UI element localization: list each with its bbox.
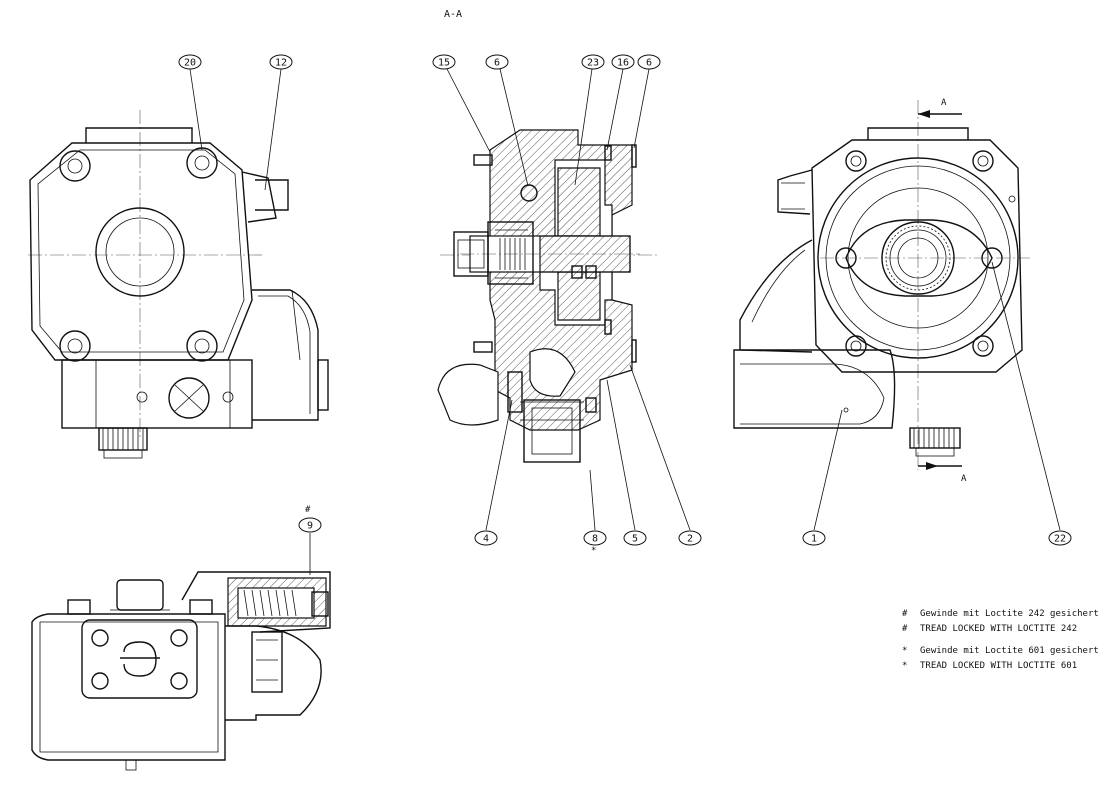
- rear-view: [733, 100, 1030, 470]
- svg-text:22: 22: [1054, 534, 1066, 545]
- balloon-4: 4: [474, 530, 498, 546]
- balloon-5: 5: [623, 530, 647, 546]
- svg-text:15: 15: [438, 58, 450, 69]
- svg-text:1: 1: [811, 534, 817, 545]
- svg-text:6: 6: [646, 58, 652, 69]
- note-loctite-242-en: #TREAD LOCKED WITH LOCTITE 242: [902, 624, 1078, 634]
- svg-text:20: 20: [184, 58, 196, 69]
- balloon-22: 22: [1048, 530, 1072, 546]
- balloon-15: 15: [432, 54, 456, 70]
- front-view: [28, 110, 329, 459]
- svg-text:4: 4: [483, 534, 489, 545]
- balloon-16: 16: [611, 54, 635, 70]
- note-loctite-601-en: *TREAD LOCKED WITH LOCTITE 601: [902, 661, 1078, 671]
- section-letter-bottom: A: [961, 474, 967, 484]
- balloon-8: 8: [583, 530, 607, 546]
- svg-text:8: 8: [592, 534, 598, 545]
- top-view: [31, 571, 331, 771]
- balloons: 20 12 15 6 23 16 6 4 8 5 2 1 22 9: [178, 54, 1072, 546]
- hash-mark-9: #: [305, 505, 311, 515]
- note-loctite-242-de: #Gewinde mit Loctite 242 gesichert: [902, 609, 1099, 619]
- balloon-2: 2: [678, 530, 702, 546]
- balloon-6-left: 6: [485, 54, 509, 70]
- section-view: [437, 129, 660, 463]
- svg-text:9: 9: [307, 521, 313, 532]
- svg-text:16: 16: [617, 58, 629, 69]
- svg-text:2: 2: [687, 534, 693, 545]
- svg-text:5: 5: [632, 534, 638, 545]
- star-mark-8: *: [591, 546, 597, 556]
- leader-lines: [189, 68, 1061, 575]
- balloon-9: 9: [298, 517, 322, 533]
- balloon-12: 12: [269, 54, 293, 70]
- balloon-1: 1: [802, 530, 826, 546]
- svg-text:6: 6: [494, 58, 500, 69]
- note-loctite-601-de: *Gewinde mit Loctite 601 gesichert: [902, 646, 1099, 656]
- svg-text:12: 12: [275, 58, 287, 69]
- section-letter-top: A: [941, 98, 947, 108]
- balloon-23: 23: [581, 54, 605, 70]
- svg-text:23: 23: [587, 58, 599, 69]
- section-title: A-A: [444, 9, 463, 20]
- balloon-6-right: 6: [637, 54, 661, 70]
- balloon-20: 20: [178, 54, 202, 70]
